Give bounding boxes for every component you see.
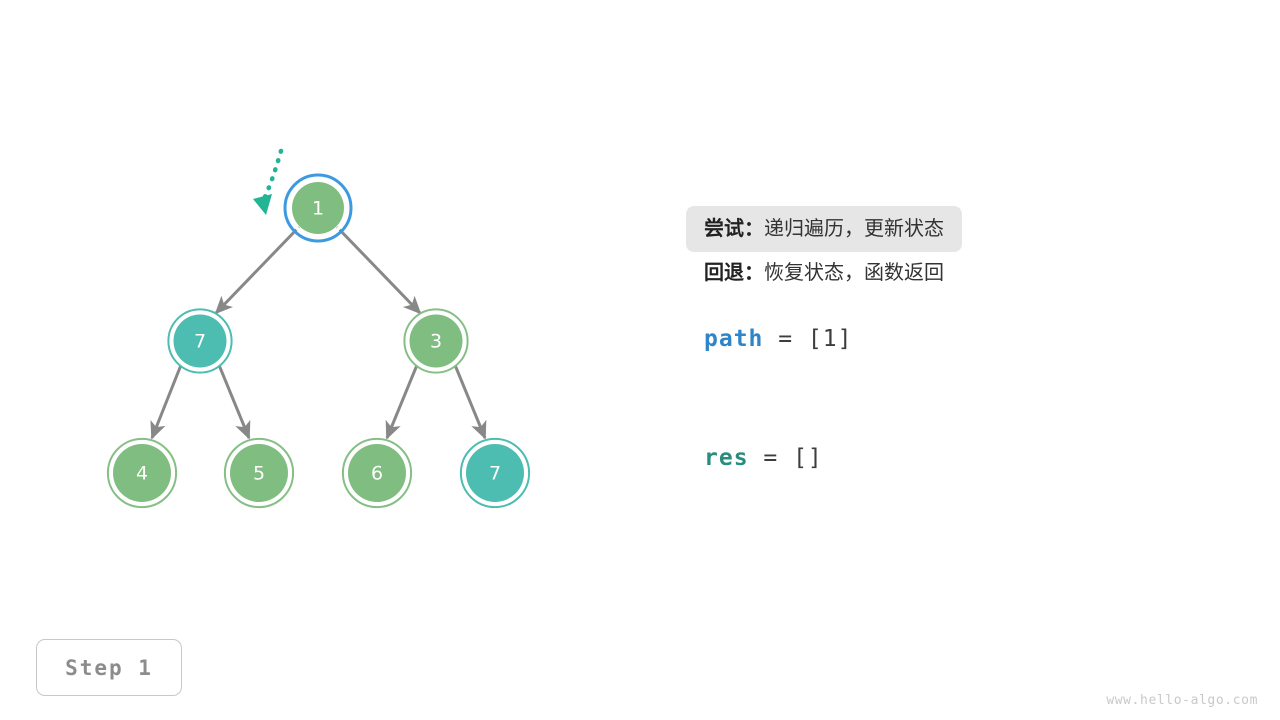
backtrack-row: 回退：恢复状态，函数返回 <box>686 250 1246 294</box>
res-variable-name: res <box>704 445 749 471</box>
path-variable-value: = [1] <box>763 326 853 352</box>
backtrack-label: 回退： <box>704 260 764 284</box>
binary-tree-diagram: 1 7 3 4 5 <box>106 148 531 509</box>
recursion-pointer-icon <box>253 148 284 215</box>
edge-7-5 <box>217 364 251 440</box>
step-badge: Step 1 <box>36 639 182 696</box>
path-variable-name: path <box>704 326 764 352</box>
tree-node-5[interactable]: 5 <box>223 437 295 509</box>
edge-1-3 <box>335 225 422 315</box>
tree-node-4-label: 4 <box>136 463 148 485</box>
tree-node-1-label: 1 <box>312 198 324 220</box>
edge-3-6 <box>385 364 419 440</box>
backtrack-line: 回退：恢复状态，函数返回 <box>686 250 962 296</box>
res-variable-row: res = [] <box>686 445 823 471</box>
tree-node-4[interactable]: 4 <box>106 437 178 509</box>
path-variable-row: path = [1] <box>686 326 852 352</box>
tree-node-7-leaf[interactable]: 7 <box>459 437 531 509</box>
tree-edges <box>150 225 487 440</box>
tree-node-6[interactable]: 6 <box>341 437 413 509</box>
try-row: 尝试：递归遍历，更新状态 <box>686 206 1246 252</box>
edge-3-7b <box>453 364 487 440</box>
tree-node-1[interactable]: 1 <box>283 173 353 243</box>
tree-node-3-label: 3 <box>430 331 442 353</box>
tree-node-5-label: 5 <box>253 463 265 485</box>
try-text: 递归遍历，更新状态 <box>764 216 944 240</box>
edge-7-4 <box>150 364 183 440</box>
tree-node-3[interactable]: 3 <box>403 308 469 374</box>
tree-node-7-left[interactable]: 7 <box>167 308 233 374</box>
try-label: 尝试： <box>704 216 764 240</box>
info-panel: 尝试：递归遍历，更新状态 回退：恢复状态，函数返回 path = [1] res… <box>686 206 1246 471</box>
try-line: 尝试：递归遍历，更新状态 <box>686 206 962 252</box>
tree-node-6-label: 6 <box>371 463 383 485</box>
tree-node-7-leaf-label: 7 <box>489 463 501 485</box>
tree-node-7-left-label: 7 <box>194 331 206 353</box>
backtrack-text: 恢复状态，函数返回 <box>764 260 944 284</box>
watermark: www.hello-algo.com <box>1106 693 1258 708</box>
res-variable-value: = [] <box>748 445 823 471</box>
tree-nodes: 1 7 3 4 5 <box>106 173 531 509</box>
edge-1-7 <box>214 225 301 315</box>
step-badge-label: Step 1 <box>65 655 153 680</box>
